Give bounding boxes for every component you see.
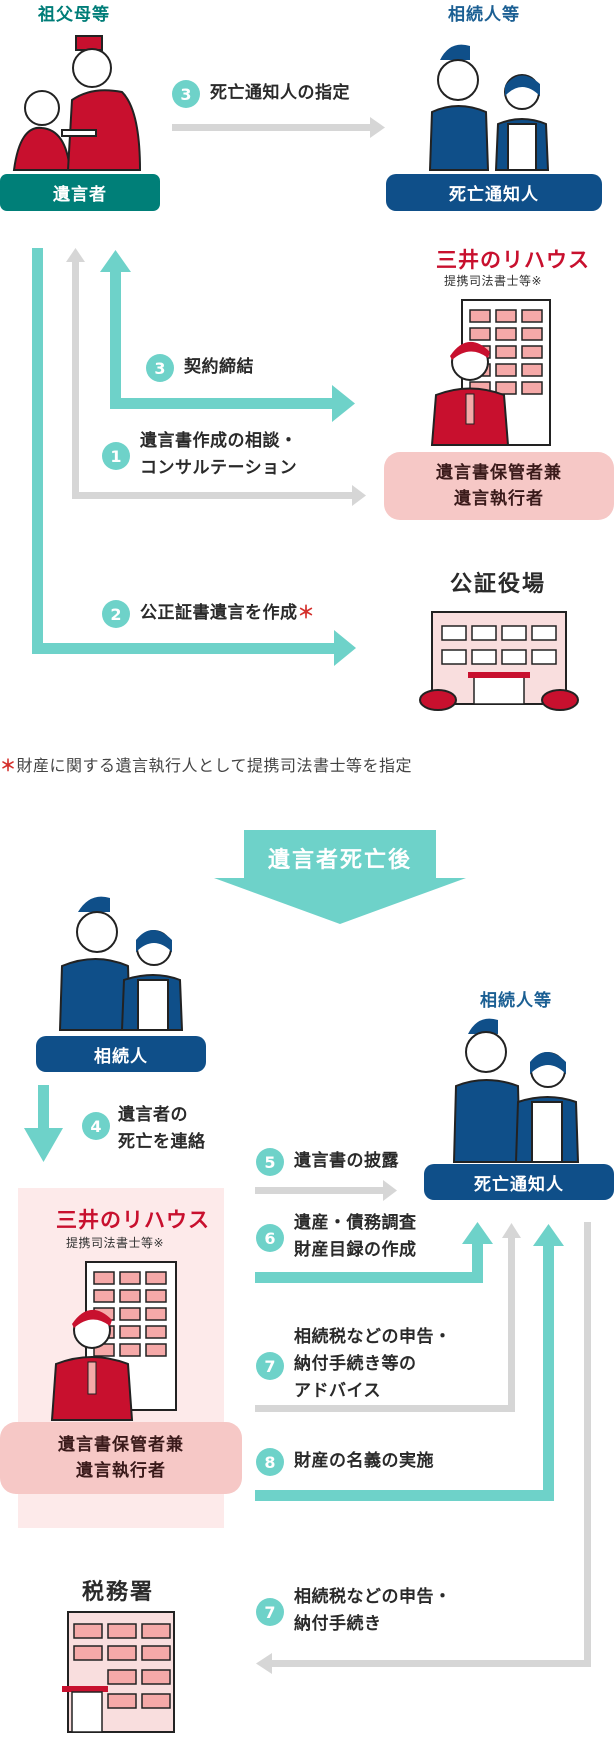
arrow-notify-death [24, 1085, 63, 1162]
after-death-arrow [214, 830, 466, 924]
step-label-title-transfer: 財産の名義の実施 [294, 1451, 434, 1471]
executor-illustration-top [430, 299, 551, 446]
step-label-consultation: 遺言書作成の相談・ コンサルテーション [140, 428, 298, 482]
brand-logo-bottom: 三井のリハウス [56, 1208, 210, 1232]
arrow-reveal-will [255, 1180, 397, 1201]
step-label-contract: 契約締結 [184, 357, 254, 377]
step-badge-4: 4 [82, 1112, 110, 1140]
step-label-notify-death-line2: 死亡を連絡 [118, 1132, 206, 1152]
brand-sub-top: 提携司法書士等※ [444, 274, 543, 288]
tax-office-illustration [62, 1611, 175, 1733]
executor-bottom-line2: 遺言執行者 [76, 1461, 166, 1481]
step-label-tax-advice-line1: 相続税などの申告・ [294, 1327, 452, 1347]
step-badge-6: 6 [256, 1224, 284, 1252]
step-label-tax-filing-line2: 納付手続き [294, 1614, 382, 1634]
asterisk-mark: ＊ [297, 603, 315, 623]
step-label-notify-death: 遺言者の 死亡を連絡 [118, 1102, 206, 1156]
step-label-notify-death-line1: 遺言者の [118, 1105, 188, 1125]
heirs-illustration-top [428, 44, 550, 171]
arrow-tax-advice [255, 1223, 521, 1412]
step-label-consultation-line1: 遺言書作成の相談・ [140, 431, 298, 451]
arrow-asset-survey [255, 1222, 493, 1283]
executor-top-line2: 遺言執行者 [454, 489, 544, 509]
arrow-consultation [66, 248, 366, 506]
arrow-title-transfer [255, 1224, 564, 1501]
footnote-asterisk: ＊ [0, 756, 17, 775]
grandparent-caption: 祖父母等 [38, 5, 110, 25]
notifier-pill-top: 死亡通知人 [386, 174, 602, 211]
step-label-tax-filing-line1: 相続税などの申告・ [294, 1587, 452, 1607]
heir-caption-bottom: 相続人等 [480, 991, 552, 1011]
step-badge-3a: 3 [172, 80, 200, 108]
step-label-reveal-will: 遺言書の披露 [294, 1151, 399, 1171]
step-label-asset-survey-line2: 財産目録の作成 [294, 1240, 417, 1260]
step-badge-7b: 7 [256, 1598, 284, 1626]
heir-caption-top: 相続人等 [448, 5, 520, 25]
step-label-tax-advice-line2: 納付手続き等の [294, 1354, 417, 1374]
arrow-designate-notifier [172, 117, 385, 138]
notary-illustration [419, 611, 579, 711]
grandparents-illustration [12, 35, 142, 171]
arrow-tax-filing [256, 1222, 591, 1674]
heirs-illustration-right [452, 1018, 580, 1163]
step-label-asset-survey: 遺産・債務調査 財産目録の作成 [294, 1210, 417, 1264]
step-badge-2: 2 [102, 600, 130, 628]
step-label-tax-advice-line3: アドバイス [294, 1381, 381, 1401]
step-label-create-will: 公正証書遺言を作成＊ [140, 600, 315, 627]
step-label-tax-filing: 相続税などの申告・ 納付手続き [294, 1584, 452, 1638]
step-label-create-will-text: 公正証書遺言を作成 [140, 603, 298, 623]
step-label-asset-survey-line1: 遺産・債務調査 [294, 1213, 417, 1233]
step-label-designate-notifier: 死亡通知人の指定 [210, 83, 350, 103]
step-badge-5: 5 [256, 1148, 284, 1176]
step-badge-7a: 7 [256, 1352, 284, 1380]
footnote: ＊財産に関する遺言執行人として提携司法書士等を指定 [0, 752, 412, 776]
step-badge-8: 8 [256, 1448, 284, 1476]
executor-bottom-line1: 遺言書保管者兼 [58, 1435, 184, 1455]
step-badge-3b: 3 [146, 354, 174, 382]
executor-pill-top: 遺言書保管者兼 遺言執行者 [384, 452, 614, 520]
arrow-create-will [32, 248, 356, 666]
brand-logo-top: 三井のリハウス [436, 248, 590, 272]
arrow-contract [100, 250, 355, 422]
footnote-text: 財産に関する遺言執行人として提携司法書士等を指定 [16, 756, 413, 775]
notifier-pill-bottom: 死亡通知人 [424, 1164, 614, 1200]
step-label-tax-advice: 相続税などの申告・ 納付手続き等の アドバイス [294, 1324, 452, 1405]
step-label-consultation-line2: コンサルテーション [140, 458, 298, 478]
after-death-banner: 遺言者死亡後 [267, 848, 412, 873]
brand-sub-bottom: 提携司法書士等※ [66, 1236, 165, 1250]
heirs-illustration-left [58, 896, 184, 1031]
step-badge-1: 1 [102, 442, 130, 470]
testator-pill: 遺言者 [0, 174, 160, 211]
tax-office-title: 税務署 [82, 1580, 155, 1605]
executor-pill-bottom: 遺言書保管者兼 遺言執行者 [0, 1422, 242, 1494]
notary-office-title: 公証役場 [450, 572, 547, 597]
heir-pill: 相続人 [36, 1036, 206, 1072]
executor-illustration-bottom [50, 1261, 177, 1421]
executor-top-line1: 遺言書保管者兼 [436, 463, 562, 483]
